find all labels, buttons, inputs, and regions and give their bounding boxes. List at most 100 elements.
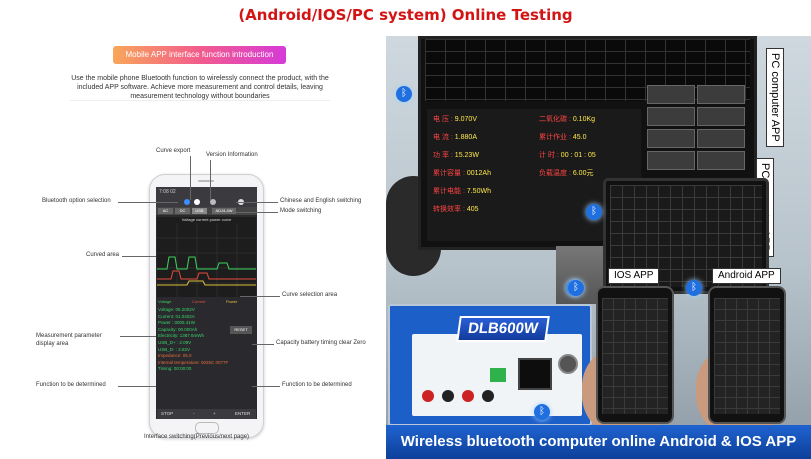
tag-pc-app-1: PC computer APP [766,48,784,147]
parameter-list: Voltage: 05.2002V Current: 01.0402A Powe… [158,307,255,373]
bottom-banner: Wireless bluetooth computer online Andro… [386,425,811,459]
device-lcd [518,358,552,390]
home-button[interactable] [195,422,219,434]
callout-function-right: Function to be determined [282,382,352,388]
tab-adj[interactable]: ADJ4-4W [212,208,236,214]
monitor-button[interactable] [697,107,745,126]
callout-mode: Mode switching [280,208,322,214]
reset-button[interactable]: RESET [230,326,252,334]
ios-phone [596,286,674,424]
device-knob [558,354,578,374]
tab-usb[interactable]: USB [192,208,207,214]
reading-row: 电 流 : 1.880A [433,134,477,141]
monitor-graphs [425,39,750,101]
monitor-button[interactable] [697,129,745,148]
bluetooth-icon[interactable] [184,199,190,205]
param-power: Power : 0005.41W [158,320,196,326]
callout-line [236,212,278,213]
callout-line [252,344,274,345]
mode-tabs: AC DC USB ADJ4-4W [156,207,257,215]
legend-power[interactable]: Power [226,299,238,304]
bluetooth-icon: ᛒ [396,86,412,102]
callout-capacity: Capacity battery timing clear Zero [276,340,366,346]
monitor-button[interactable] [647,151,695,170]
param-current: Current: 01.0402A [158,313,195,319]
tab-ac[interactable]: AC [158,208,173,214]
black-terminal [482,390,494,402]
monitor-button[interactable] [647,85,695,104]
version-icon[interactable] [210,199,216,205]
voltage-curve [157,256,256,270]
android-phone-screen [714,298,780,414]
callout-curve-export: Curve export [156,148,191,154]
param-timing: Timing: 00:00:00 [158,366,192,372]
reading-row: 电 压 : 9.070V [433,116,477,123]
callout-bluetooth: Bluetooth option selection [42,198,111,204]
black-terminal [442,390,454,402]
callout-line [120,336,156,337]
status-bar: 7:08 02 [156,187,257,197]
callout-line [118,386,156,387]
curve-chart [157,223,256,297]
param-impedance: Impedance: 05.0 [158,353,192,359]
tag-ios-app: IOS APP [608,268,660,284]
dlb600w-load-tester [388,304,592,426]
legend-current[interactable]: Current [192,299,206,304]
reading-row: 累计容量 : 0012Ah [433,170,491,177]
speaker-slot [198,180,214,182]
phone-mockup: 7:08 02 AC DC USB ADJ4-4W Voltage curren… [149,174,264,438]
monitor-button[interactable] [647,107,695,126]
readings-right: 二氧化碳 : 0.10Kg 累计作业 : 45.0 计 时 : 00 : 01 … [539,111,596,183]
callout-interface: Interface switching(Previous/next page) [144,434,250,440]
callout-line [190,156,191,200]
tab-dc[interactable]: DC [175,208,190,214]
callout-line [236,202,278,203]
enter-button[interactable]: ENTER [235,411,251,416]
callout-version: Version Information [206,152,258,158]
bluetooth-icon: ᛒ [568,280,584,296]
reading-row: 计 时 : 00 : 01 : 05 [539,152,596,159]
legend-voltage[interactable]: Voltage [158,299,172,304]
monitor-button[interactable] [647,129,695,148]
param-temperature: Internal temperature: 0025C 0077F [158,359,229,365]
bluetooth-icon: ᛒ [586,204,602,220]
monitor-button[interactable] [697,85,745,104]
product-photo-panel: 电 压 : 9.070V 电 流 : 1.880A 功 率 : 15.23W 累… [386,36,811,459]
next-page-button[interactable]: + [213,411,216,416]
stop-button[interactable]: STOP [161,411,174,416]
intro-banner: Mobile APP interface function introducti… [113,46,286,64]
reading-row: 累计作业 : 45.0 [539,134,587,141]
red-terminal [462,390,474,402]
power-curve [157,280,256,286]
callout-line [240,296,280,297]
softkey-bar: STOP - + ENTER [157,409,256,419]
param-voltage: Voltage: 05.2002V [158,307,195,312]
callout-line [210,160,211,200]
android-phone [708,286,786,424]
callout-line [118,202,178,203]
curve-export-icon[interactable] [194,199,200,205]
monitor-button[interactable] [697,151,745,170]
page-title: (Android/IOS/PC system) Online Testing [238,6,573,24]
curve-area: Voltage current power curve [157,217,256,297]
reading-row: 负载温度 : 6.00元 [539,170,594,177]
reading-row: 转换效率 : 405 [433,206,479,213]
reading-row: 累计电能 : 7.50Wh [433,188,491,195]
device-model-label: DLB600W [456,316,550,342]
intro-text: Use the mobile phone Bluetooth function … [71,75,329,100]
callout-curve-selection: Curve selection area [282,292,338,298]
green-terminal [490,368,506,382]
monitor-button-grid [647,85,747,241]
phone-screen: 7:08 02 AC DC USB ADJ4-4W Voltage curren… [156,187,257,419]
param-capacity: Capacity: 00.000Ah [158,326,198,332]
callout-language: Chinese and English switching [280,198,362,204]
device-front-panel [412,334,582,416]
previous-page-button[interactable]: - [193,411,195,416]
reading-row: 二氧化碳 : 0.10Kg [539,116,596,123]
ios-phone-screen [602,298,668,414]
curve-selection: Voltage Current Power [158,299,255,306]
callout-line [122,256,156,257]
curve-title: Voltage current power curve [181,217,232,222]
param-electricity: Electricity: 1387.6mWh [158,333,205,339]
callout-line [252,386,280,387]
